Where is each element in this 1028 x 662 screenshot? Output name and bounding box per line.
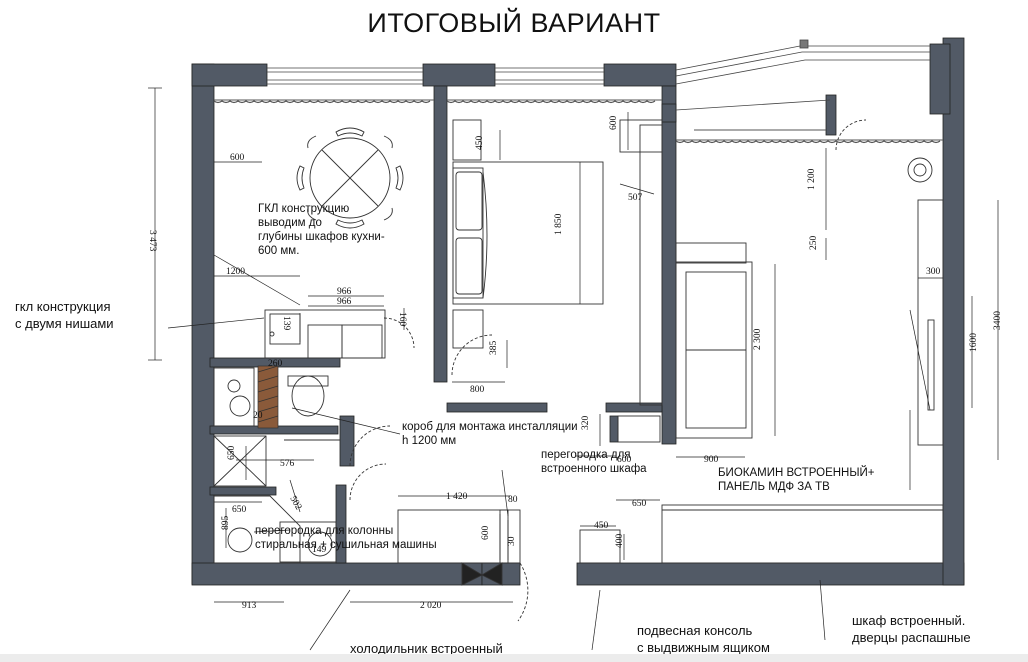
dim-966b: 966 (337, 297, 352, 307)
note-install-box: короб для монтажа инсталляции h 1200 мм (402, 421, 578, 447)
note-gkl-depth: ГКЛ конструкцию выводим до глубины шкафо… (258, 203, 385, 257)
dim-450: 450 (475, 136, 485, 151)
dim-320: 320 (581, 416, 591, 431)
dim-600-fridge: 600 (481, 526, 491, 541)
dim-900: 900 (704, 455, 719, 465)
dim-300: 300 (926, 267, 941, 277)
dim-650-tub: 650 (232, 505, 247, 515)
dim-576: 576 (280, 459, 295, 469)
note-biofireplace: БИОКАМИН ВСТРОЕННЫЙ+ ПАНЕЛЬ МДФ ЗА ТВ (718, 467, 875, 493)
dim-139: 139 (281, 316, 291, 331)
note-fridge: холодильник встроенный (350, 641, 503, 656)
dim-1850: 1 850 (554, 213, 564, 235)
dim-250: 250 (809, 236, 819, 251)
dim-913: 913 (242, 601, 257, 611)
dim-650-hall: 650 (632, 499, 647, 509)
dim-2300: 2 300 (753, 328, 763, 350)
curtain-rails (213, 99, 943, 144)
bottom-band (0, 654, 1028, 662)
dimension-lines (148, 87, 999, 651)
dim-1200: 1200 (226, 267, 245, 277)
furniture (213, 119, 944, 622)
dim-385: 385 (489, 341, 499, 356)
dim-2020: 2 020 (420, 601, 442, 611)
dim-160: 160 (397, 312, 407, 327)
note-console: подвесная консоль с выдвижным ящиком (637, 623, 770, 655)
dim-450-hall: 450 (594, 521, 609, 531)
dim-80: 80 (508, 495, 518, 505)
dim-260: 260 (268, 359, 283, 369)
walls (191, 37, 965, 586)
dim-1600: 1600 (969, 333, 979, 352)
note-gkl-two-niches: гкл конструкция с двумя нишами (15, 299, 114, 331)
dim-3400: 3400 (993, 311, 1003, 330)
dim-1420: 1 420 (446, 492, 468, 502)
dim-895: 895 (221, 516, 231, 531)
dim-502: 502 (287, 495, 303, 513)
dim-1200-living: 1 200 (807, 168, 817, 190)
dimension-labels: 3 473 600 1200 966 966 139 160 260 20 45… (147, 116, 1003, 612)
dim-20: 20 (253, 411, 263, 421)
dim-507: 507 (628, 193, 643, 203)
windows (267, 39, 930, 111)
dim-149: 149 (312, 545, 327, 555)
hatched-wall (257, 365, 279, 429)
dim-600-bed: 600 (609, 116, 619, 131)
note-column-partition: перегородка для колонны стиральная + суш… (255, 525, 437, 551)
plan-title: ИТОГОВЫЙ ВАРИАНТ (367, 8, 661, 38)
dim-800: 800 (470, 385, 485, 395)
dim-30: 30 (507, 536, 517, 546)
dim-600-kitchen: 600 (230, 153, 245, 163)
dim-650-bath: 650 (227, 446, 237, 461)
dim-400: 400 (615, 534, 625, 549)
note-wardrobe: шкаф встроенный. дверцы распашные (852, 613, 971, 645)
dim-600-sofa: 600 (617, 455, 632, 465)
note-partition-wardrobe: перегородка для встроенного шкафа (541, 449, 647, 475)
dim-3473: 3 473 (147, 230, 157, 252)
dim-966a: 966 (337, 287, 352, 297)
